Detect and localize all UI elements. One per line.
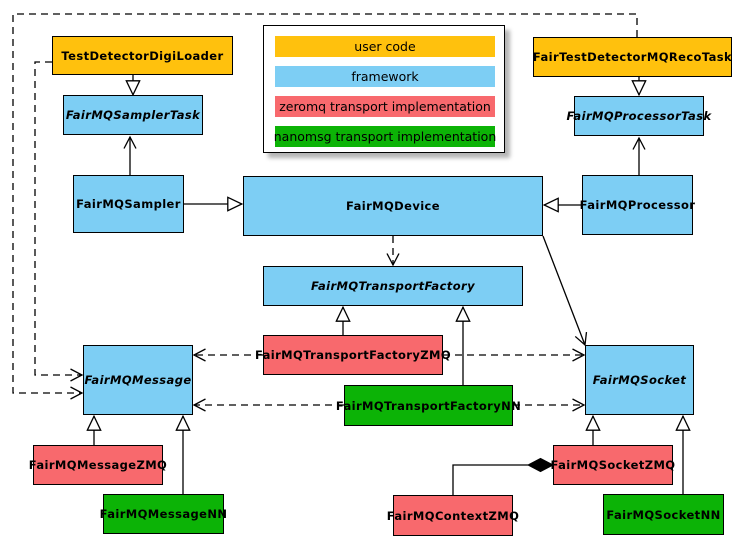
legend-item-framework: framework bbox=[275, 66, 495, 87]
edge-testdigi-message bbox=[34, 61, 84, 382]
node-fairmqmessage: FairMQMessage bbox=[83, 345, 193, 415]
node-fairmqtransportfactoryzmq: FairMQTransportFactoryZMQ bbox=[255, 335, 451, 375]
legend-item-nanomsg: nanomsg transport implementation bbox=[274, 126, 496, 147]
edge-device-socket bbox=[542, 235, 588, 347]
legend: user code framework zeromq transport imp… bbox=[263, 25, 505, 153]
node-fairmqsocket: FairMQSocket bbox=[585, 345, 694, 415]
node-fairmqsampler: FairMQSampler bbox=[73, 175, 184, 233]
node-fairmqtransportfactory: FairMQTransportFactory bbox=[263, 266, 523, 306]
node-fairmqdevice: FairMQDevice bbox=[243, 176, 543, 236]
edge-recotask-message bbox=[12, 13, 638, 400]
node-fairmqcontextzmq: FairMQContextZMQ bbox=[387, 495, 519, 536]
node-fairmqsocketzmq: FairMQSocketZMQ bbox=[551, 445, 675, 485]
composition-diamond bbox=[526, 457, 555, 473]
node-fairmqmessagenn: FairMQMessageNN bbox=[100, 494, 227, 534]
node-fairtestdetectormqrecotask: FairTestDetectorMQRecoTask bbox=[533, 37, 732, 77]
node-testdetectordigiloader: TestDetectorDigiLoader bbox=[52, 36, 233, 75]
node-fairmqprocessor: FairMQProcessor bbox=[580, 175, 695, 235]
node-fairmqtransportfactorynn: FairMQTransportFactoryNN bbox=[336, 385, 521, 426]
node-fairmqprocessortask: FairMQProcessorTask bbox=[567, 96, 711, 136]
legend-item-zeromq: zeromq transport implementation bbox=[275, 96, 495, 117]
node-fairmqmessagezmq: FairMQMessageZMQ bbox=[29, 445, 167, 485]
node-fairmqsocketnn: FairMQSocketNN bbox=[603, 494, 724, 535]
node-fairmqsamplertask: FairMQSamplerTask bbox=[63, 95, 203, 135]
edge-contextzmq-socketzmq bbox=[452, 464, 528, 495]
legend-item-user-code: user code bbox=[275, 36, 495, 57]
